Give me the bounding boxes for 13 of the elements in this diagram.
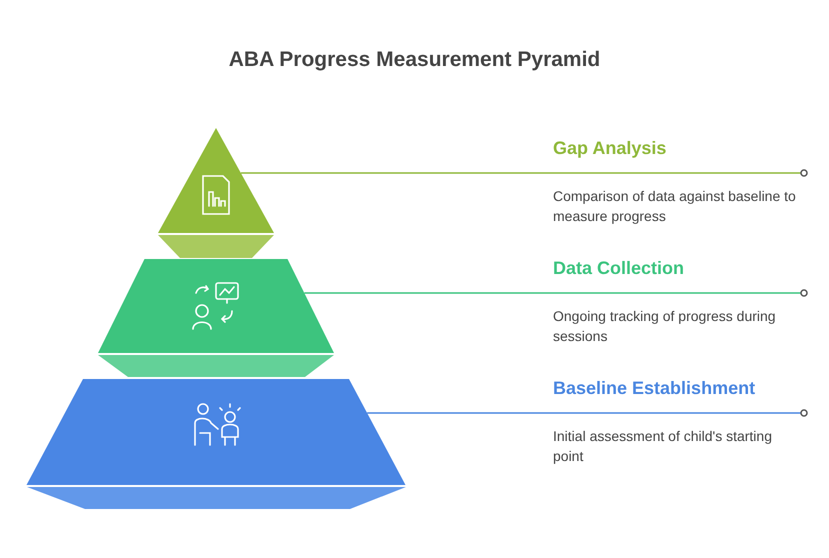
diagram-title: ABA Progress Measurement Pyramid <box>228 48 602 72</box>
pyramid-tier <box>98 259 334 377</box>
leader-line <box>367 409 808 417</box>
tier-description: Ongoing tracking of progress during sessions <box>553 307 777 346</box>
leader-line <box>240 169 808 177</box>
tier-heading: Data Collection <box>553 258 684 279</box>
tier-heading: Gap Analysis <box>553 138 666 159</box>
tier-description: Initial assessment of child's starting point <box>553 427 773 466</box>
pyramid-tier <box>26 379 406 509</box>
pyramid-top-tier <box>158 128 274 258</box>
tier-description: Comparison of data against baseline to measure progress <box>553 187 797 226</box>
tier-heading: Baseline Establishment <box>553 378 756 399</box>
leader-line <box>304 289 808 297</box>
